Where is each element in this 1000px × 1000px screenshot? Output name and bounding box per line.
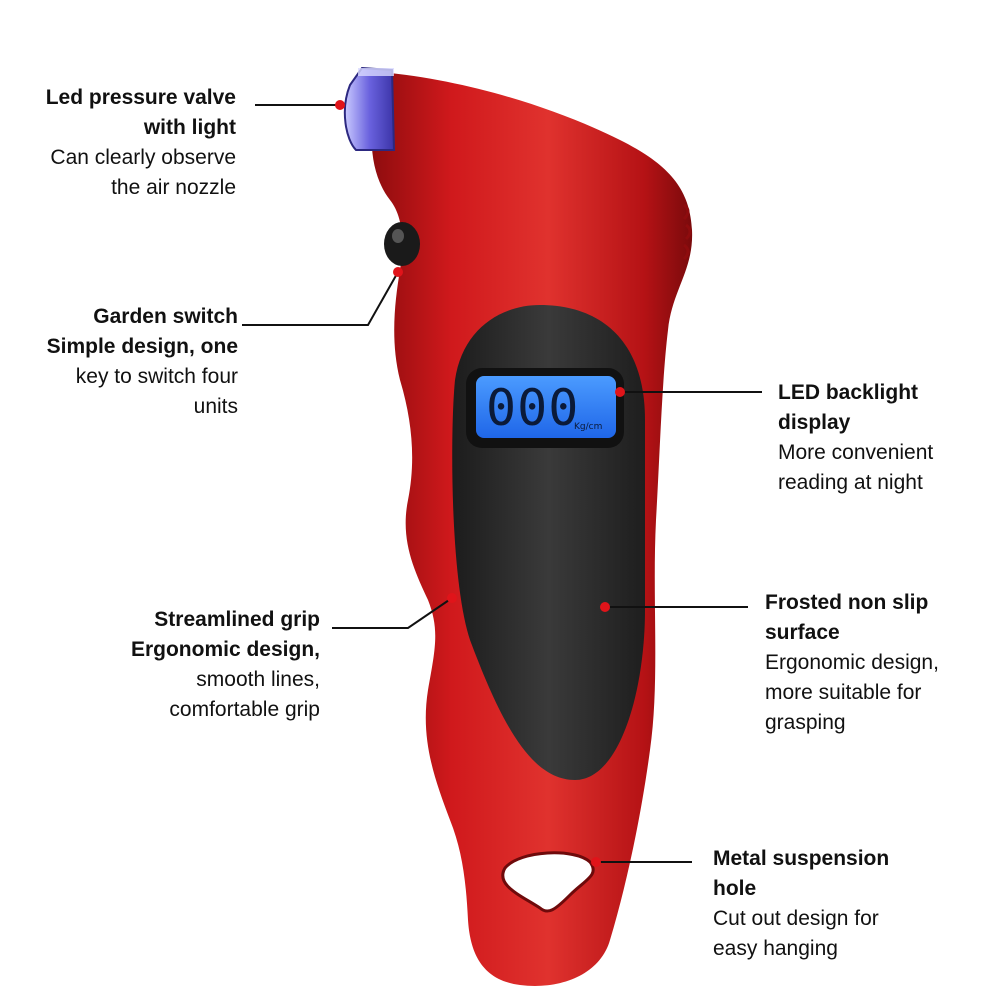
- callout-valve-title-1: Led pressure valve: [45, 86, 236, 109]
- callout-grip-desc-3: comfortable grip: [169, 698, 320, 721]
- callout-hole-title-1: Metal suspension: [713, 847, 890, 870]
- callout-backlight-desc-2: reading at night: [778, 471, 923, 494]
- callout-backlight-title-2: display: [778, 411, 851, 434]
- callout-surface-desc-3: grasping: [765, 711, 846, 734]
- callout-switch: Garden switch Simple design, one key to …: [0, 302, 238, 422]
- hanging-hole: [501, 851, 595, 913]
- callout-hole-desc-1: Cut out design for: [713, 907, 879, 930]
- callout-valve-desc-2: the air nozzle: [111, 176, 236, 199]
- lcd-reading: 000 Kg/cm: [478, 378, 618, 438]
- rear-ridges: [682, 203, 692, 261]
- callout-backlight: LED backlight display More convenient re…: [778, 378, 993, 498]
- callout-switch-title: Garden switch: [93, 305, 238, 328]
- leader-lines: [242, 104, 762, 863]
- callout-surface: Frosted non slip surface Ergonomic desig…: [765, 588, 995, 738]
- callout-surface-desc-2: more suitable for: [765, 681, 922, 704]
- callout-surface-desc-1: Ergonomic design,: [765, 651, 939, 674]
- callout-grip-desc-1: Ergonomic design,: [130, 638, 320, 661]
- lcd-screen: [476, 376, 616, 438]
- callout-switch-desc-1: Simple design, one: [46, 335, 238, 358]
- callout-valve: Led pressure valve with light Can clearl…: [0, 83, 236, 203]
- callout-surface-title-1: Frosted non slip: [765, 591, 929, 614]
- callout-switch-desc-2: key to switch four: [75, 365, 238, 388]
- switch-button: [384, 222, 420, 266]
- callout-grip-desc-2: smooth lines,: [196, 668, 320, 691]
- callout-dots: [335, 100, 625, 867]
- callout-surface-title-2: surface: [765, 621, 840, 644]
- callout-hole: Metal suspension hole Cut out design for…: [713, 844, 993, 964]
- lcd-unit: Kg/cm: [574, 422, 603, 432]
- callout-switch-desc-3: units: [193, 395, 238, 418]
- callout-backlight-desc-1: More convenient: [778, 441, 934, 464]
- callout-backlight-title-1: LED backlight: [778, 381, 919, 404]
- callout-valve-desc-1: Can clearly observe: [50, 146, 236, 169]
- callout-hole-title-2: hole: [713, 877, 757, 900]
- lcd-digits: 000: [486, 379, 580, 437]
- callout-grip-title: Streamlined grip: [154, 608, 320, 631]
- callout-hole-desc-2: easy hanging: [713, 937, 838, 960]
- nozzle-ring: [358, 68, 394, 76]
- callout-grip: Streamlined grip Ergonomic design, smoot…: [60, 605, 320, 725]
- led-nozzle: [343, 66, 396, 151]
- switch-highlight: [392, 229, 404, 243]
- callout-valve-title-2: with light: [143, 116, 236, 139]
